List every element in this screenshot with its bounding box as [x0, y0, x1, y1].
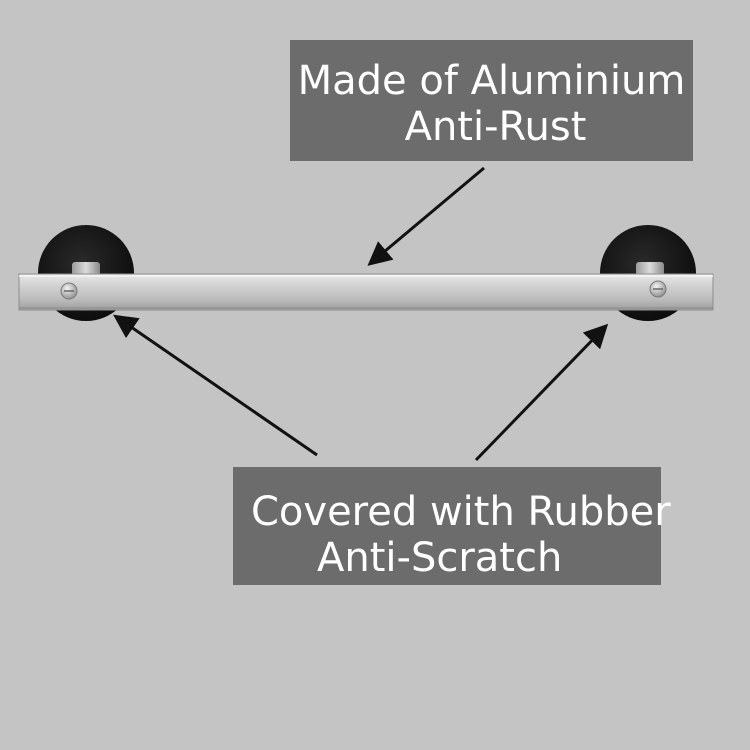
left-screw [60, 282, 78, 300]
top-arrow [367, 166, 485, 266]
right-screw [649, 280, 667, 298]
material-callout-line-1: Made of Aluminium [297, 58, 686, 104]
material-callout-line-2: Anti-Rust [404, 104, 587, 150]
aluminium-bar [18, 273, 714, 311]
material-callout: Made of Aluminium Anti-Rust [290, 40, 693, 161]
bottom-left-arrow [113, 314, 318, 457]
rubber-callout-line-1: Covered with Rubber [251, 489, 671, 535]
bottom-right-arrow [474, 323, 609, 462]
rubber-callout-line-2: Anti-Scratch [317, 535, 563, 581]
rubber-callout: Covered with Rubber Anti-Scratch [233, 467, 671, 585]
